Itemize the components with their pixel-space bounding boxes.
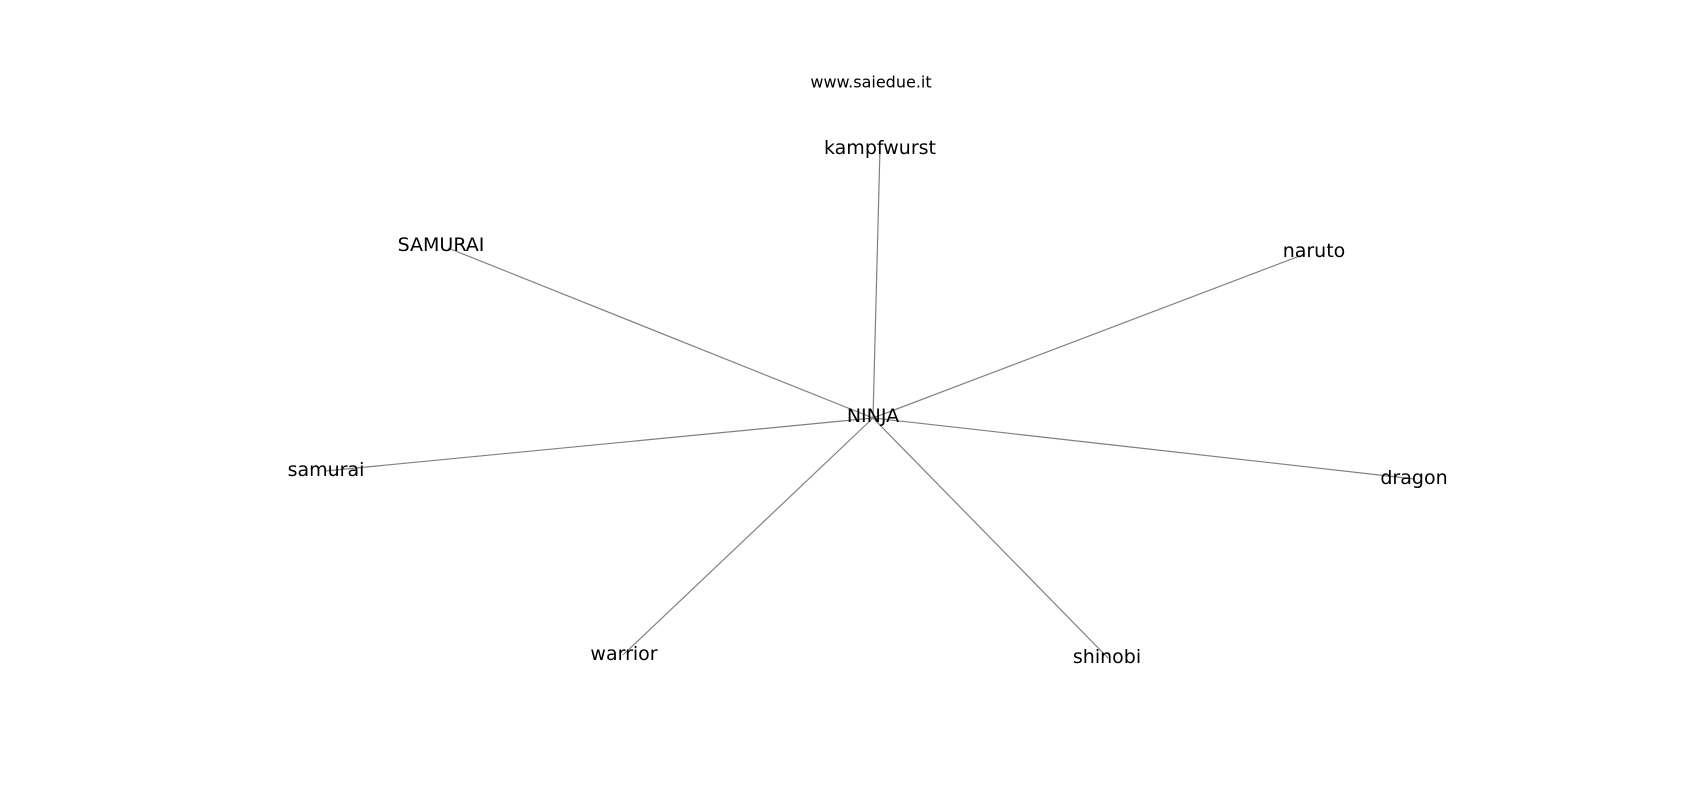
node-dragon: dragon [1380, 467, 1447, 489]
edge-kampfwurst [872, 147, 881, 419]
edge-shinobi [872, 417, 1109, 659]
edges [324, 147, 1416, 659]
node-warrior: warrior [590, 643, 657, 665]
edge-dragon [872, 417, 1416, 480]
node-shinobi: shinobi [1073, 646, 1141, 668]
node-samurai-upper: SAMURAI [398, 234, 485, 256]
node-samurai-lower: samurai [288, 459, 365, 481]
site-watermark: www.saiedue.it [810, 73, 931, 92]
node-center: NINJA [847, 405, 899, 427]
edge-samurai-upper [447, 247, 874, 419]
node-kampfwurst: kampfwurst [824, 137, 936, 159]
edge-naruto [872, 253, 1306, 419]
edge-samurai-lower [324, 417, 874, 472]
edge-warrior [622, 417, 874, 656]
node-labels: NINJA kampfwurst SAMURAI naruto samurai … [288, 137, 1448, 668]
node-naruto: naruto [1283, 240, 1346, 262]
